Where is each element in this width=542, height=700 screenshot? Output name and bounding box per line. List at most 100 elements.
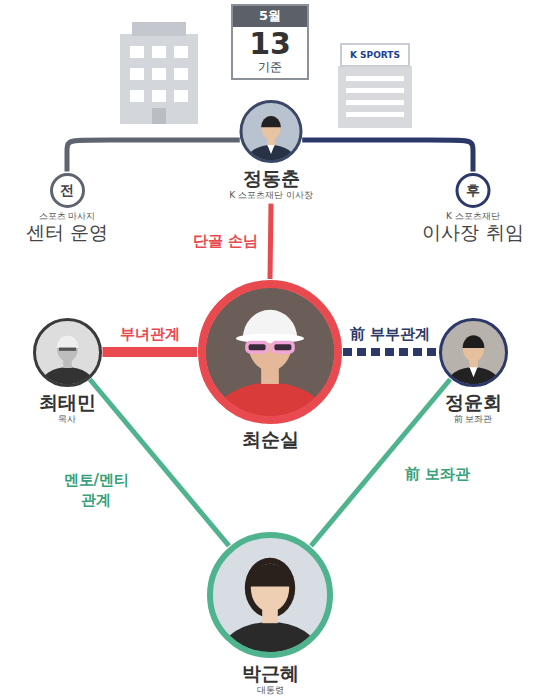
edge-label: 前 보좌관 (403, 465, 472, 485)
stage-text: 센터 운영 (26, 221, 108, 244)
relation-line (302, 140, 473, 172)
building-window (152, 46, 166, 58)
circle-group (34, 319, 100, 400)
building-sign (341, 44, 409, 66)
portrait (440, 319, 506, 400)
building-window (174, 90, 188, 102)
photo-glasses (58, 347, 75, 350)
node-outline (28, 317, 107, 388)
date-calendar: 5월 13기준 (231, 4, 309, 80)
node-outline (202, 531, 338, 659)
person-title: K 스포츠재단 (446, 211, 500, 222)
portrait (202, 284, 338, 451)
stage-mark: 전 (60, 172, 74, 209)
node-outline (225, 99, 317, 164)
photo-collar (469, 367, 477, 377)
person-title: 대통령 (257, 685, 284, 696)
circle-outline (210, 535, 330, 655)
circle-outline (34, 319, 100, 385)
photo-background (440, 319, 506, 385)
calendar-month: 5월 (259, 8, 281, 24)
person-title: 스포츠 마사지 (39, 211, 96, 222)
calendar-note: 기준 (258, 60, 282, 78)
photo-hair (261, 115, 281, 126)
person-node: 박근혜대통령 (202, 531, 338, 696)
calendar-header: 5월 (233, 6, 307, 27)
photo-face (462, 335, 483, 361)
edge-label: 前 부부관계 (348, 325, 432, 345)
circle-group (202, 284, 338, 451)
photo-face (251, 564, 289, 612)
photo-cap-brim (236, 334, 304, 344)
portrait (241, 101, 301, 175)
edge-label: 부녀관계 (118, 325, 182, 345)
sign-text: K SPORTS (350, 50, 400, 60)
person-title: 목사 (58, 414, 76, 425)
photo-hair (462, 335, 484, 348)
stage-mark: 후 (466, 172, 480, 209)
relation-line (90, 379, 229, 546)
node-outline (434, 317, 513, 388)
person-name: 박근혜 (242, 662, 299, 685)
photo-glasses (247, 342, 267, 352)
left-building (120, 22, 198, 124)
portrait (210, 535, 330, 682)
building-window (130, 68, 144, 80)
circle-outline (241, 101, 301, 161)
circle-group (440, 319, 506, 400)
building-window (346, 88, 404, 93)
stage-node: 후 K 스포츠재단이사장 취임 (418, 172, 528, 245)
relation-line (311, 379, 450, 546)
person-node: 최순실 (193, 279, 347, 451)
photo-hair (250, 564, 290, 587)
building-window (346, 76, 404, 81)
photo-face (56, 335, 77, 361)
relation-line (270, 204, 271, 279)
photo-hair (56, 335, 78, 348)
building-top (132, 22, 186, 36)
relation-line (343, 348, 438, 356)
circle-group (241, 101, 301, 175)
circle-group (210, 535, 330, 682)
building-window (346, 100, 404, 105)
photo-collar (267, 145, 274, 154)
circle-outline (202, 284, 338, 420)
building-window (346, 112, 404, 117)
person-node: 정윤회前 보좌관 (434, 317, 513, 425)
relation-line (67, 140, 240, 172)
person-title: K 스포츠재단 이사장 (229, 190, 313, 201)
person-node: 정동춘K 스포츠재단 이사장 (225, 99, 317, 201)
building-body (120, 34, 198, 124)
person-name: 최태민 (39, 391, 96, 414)
stage-text: 이사장 취임 (422, 221, 523, 244)
edge-label: 단골 손님 (191, 232, 260, 252)
right-building (338, 44, 412, 128)
portrait (34, 319, 100, 400)
building-window (174, 68, 188, 80)
node-outline (193, 279, 347, 425)
person-node: 최태민목사 (28, 317, 107, 425)
person-name: 정윤회 (445, 391, 502, 414)
building-window (130, 90, 144, 102)
calendar-day: 13 (249, 27, 291, 60)
stage-node: 전스포츠 마사지센터 운영 (22, 172, 113, 245)
person-name: 정동춘 (243, 167, 300, 190)
person-title: 前 보좌관 (454, 414, 493, 425)
building-door (152, 108, 166, 124)
edge-label: 멘토/멘티 관계 (57, 471, 135, 510)
building-body (338, 66, 412, 128)
photo-glasses (273, 342, 293, 352)
building-window (130, 46, 144, 58)
photo-background (241, 101, 301, 161)
photo-face (261, 115, 280, 139)
building-window (152, 90, 166, 102)
circle-outline (440, 319, 506, 385)
relation-line (103, 347, 198, 357)
building-window (174, 46, 188, 58)
building-window (152, 68, 166, 80)
photo-hair (245, 558, 295, 618)
person-name: 최순실 (242, 428, 299, 451)
